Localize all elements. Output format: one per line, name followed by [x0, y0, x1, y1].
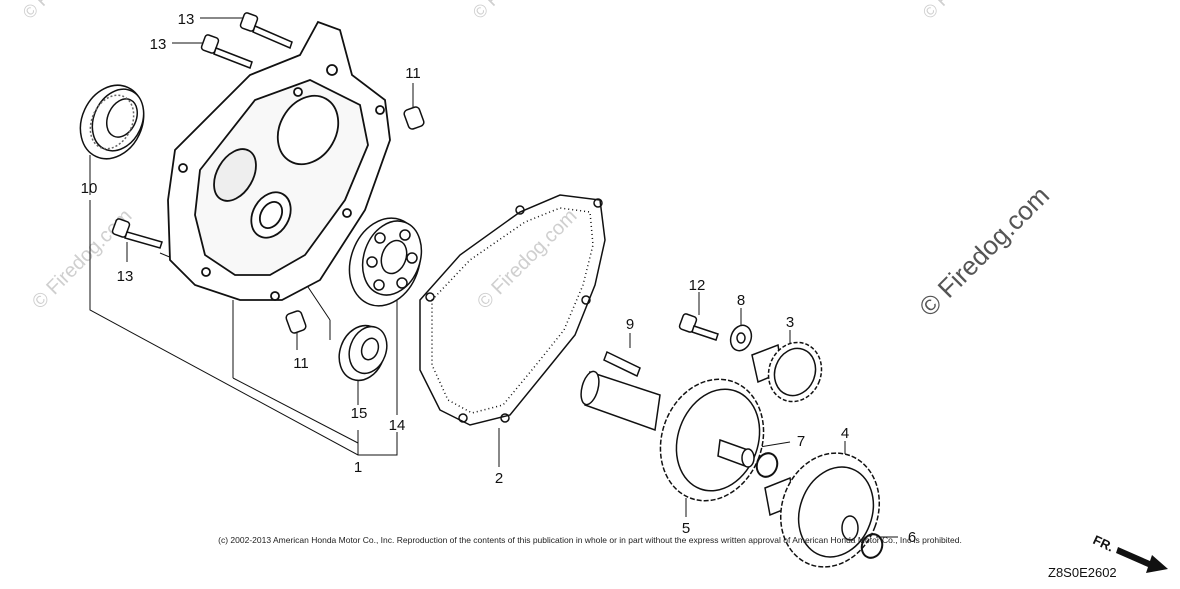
woodruff-key-part [603, 350, 641, 378]
dowel-pin-part [285, 106, 425, 334]
callout-8: 8 [737, 292, 745, 309]
idler-gear-part [764, 452, 881, 568]
pinion-gear-part [751, 341, 823, 403]
ball-bearing-part [348, 217, 423, 307]
callout-14: 14 [389, 417, 406, 434]
flange-bolt-part [111, 12, 293, 249]
copyright-notice: (c) 2002-2013 American Honda Motor Co., … [218, 535, 962, 545]
watermark-text: © Firedog.com [469, 0, 567, 23]
callout-3: 3 [786, 314, 794, 331]
front-direction-arrow-icon: FR. [1091, 532, 1168, 573]
callout-15: 15 [351, 405, 368, 422]
front-direction-label: FR. [1091, 532, 1116, 554]
callout-13: 13 [150, 36, 167, 53]
callout-5: 5 [682, 520, 690, 537]
snap-ring-part [755, 452, 779, 478]
callout-11: 11 [405, 65, 421, 82]
diagram-code: Z8S0E2602 [1048, 565, 1117, 580]
callout-2: 2 [495, 470, 503, 487]
watermark-text: © Firedog.com [19, 0, 117, 23]
callout-11: 11 [293, 355, 309, 372]
oil-seal-part [79, 84, 145, 160]
callout-4: 4 [841, 425, 849, 442]
snap-ring-part [860, 533, 884, 559]
callout-labels: 13 13 13 11 11 10 15 14 1 2 9 12 8 3 7 4… [81, 11, 917, 546]
callout-1: 1 [354, 459, 362, 476]
gasket-part [419, 194, 606, 426]
callout-12: 12 [689, 277, 706, 294]
callout-7: 7 [797, 433, 805, 450]
gear-case-cover-part [167, 20, 391, 301]
callout-9: 9 [626, 316, 634, 333]
callout-10: 10 [81, 180, 98, 197]
bolt-washer-part [678, 313, 753, 352]
watermark-text: © Firedog.com [919, 0, 1017, 23]
callout-6: 6 [908, 529, 916, 546]
watermark-brand-large: © Firedog.com [913, 180, 1055, 322]
callout-13: 13 [117, 268, 134, 285]
ball-bearing-small-part [338, 324, 388, 382]
output-shaft-gear-part [580, 370, 765, 502]
callout-13: 13 [178, 11, 195, 28]
